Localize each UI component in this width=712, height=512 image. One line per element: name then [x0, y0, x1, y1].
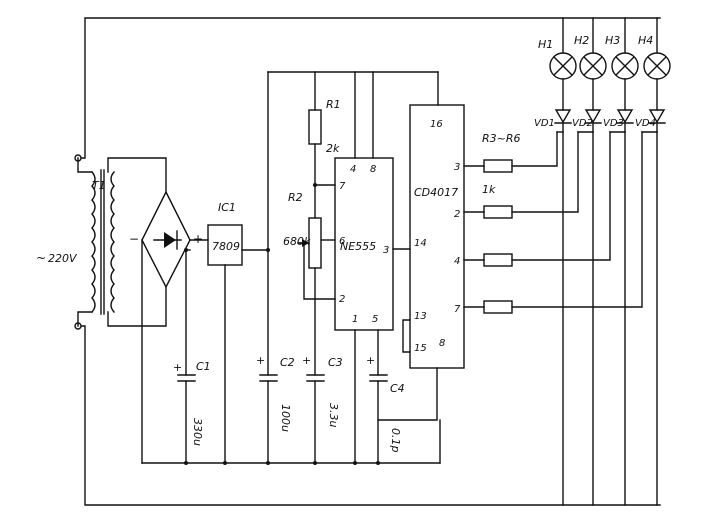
ne555-pin-6: 6 [339, 236, 345, 247]
r2-ref: R2 [288, 191, 303, 204]
c3-ref: C3 [328, 356, 343, 369]
ne555-pin-3: 3 [383, 245, 389, 256]
diode-vd4-label: VD4 [635, 118, 656, 129]
regulator-ref: IC1 [218, 201, 236, 214]
regulator-part: 7809 [212, 240, 240, 253]
capacitor-c3: + C3 3.3u [302, 354, 343, 464]
c3-plus: + [302, 354, 311, 367]
cd4017-part: CD4017 [414, 186, 458, 199]
supply-voltage-label: 220V [48, 252, 78, 265]
diode-vd3: VD3 [603, 109, 634, 133]
lamp-h2-label: H2 [574, 34, 589, 47]
ne555-pin-8: 8 [370, 164, 376, 175]
transformer-t1: T1 [77, 157, 115, 327]
transformer-label: T1 [92, 179, 106, 192]
cd4017-pin-4: 4 [454, 256, 460, 267]
ac-symbol: ~ [36, 251, 46, 265]
capacitor-c4: + C4 0.1p [366, 354, 405, 464]
ne555-pin-7: 7 [339, 181, 346, 192]
output-resistors: R3~R6 1k [463, 131, 643, 314]
c2-value: 100u [279, 404, 292, 432]
ne555-pin-5: 5 [372, 314, 378, 325]
r1-value: 2k [326, 142, 340, 155]
c4-plus: + [366, 354, 375, 367]
outer-wiring [79, 17, 661, 506]
c1-plus: + [173, 361, 182, 374]
lamp-h3: H3 [605, 34, 639, 111]
supply-rail-9v [267, 71, 439, 376]
r2-value: 680k [283, 235, 311, 248]
diode-vd2-label: VD2 [572, 118, 593, 129]
r3-r6-ref: R3~R6 [482, 132, 521, 145]
c4-value: 0.1p [389, 428, 402, 452]
diode-vd1-label: VD1 [534, 118, 555, 129]
c3-value: 3.3u [327, 403, 340, 427]
diode-vd2: VD2 [572, 109, 602, 133]
ne555-pin-1: 1 [352, 314, 358, 325]
cd4017-pin-3: 3 [454, 162, 460, 173]
ne555-part: NE555 [340, 240, 376, 253]
cd4017-pin-16: 16 [430, 119, 443, 130]
resistor-r1: R1 2k [308, 98, 341, 186]
c1-ref: C1 [196, 360, 211, 373]
cd4017-pin-8: 8 [439, 338, 445, 349]
lamp-h4: H4 [638, 34, 671, 111]
lamp-h1-label: H1 [538, 38, 553, 51]
bridge-plus: + [193, 232, 203, 246]
cd4017-pin-2: 2 [454, 209, 460, 220]
capacitor-c1: + C1 330u [173, 249, 211, 464]
cd4017-pin-7: 7 [454, 304, 461, 315]
ne555-pin-2: 2 [339, 294, 345, 305]
ne555-pin-4: 4 [350, 164, 356, 175]
ne555-timer: NE555 4 8 7 6 3 2 1 5 [334, 157, 411, 464]
cd4017-pin-13: 13 [414, 311, 427, 322]
lamp-diode-array: H1 VD1 H2 VD2 [534, 34, 671, 133]
r3-r6-value: 1k [482, 183, 496, 196]
cd4017-pin-14: 14 [414, 238, 427, 249]
lamp-h2: H2 [574, 34, 607, 111]
lamp-h3-label: H3 [605, 34, 620, 47]
ground-rail [141, 419, 441, 464]
ac-input: ~ 220V [36, 154, 82, 330]
regulator-ic1: IC1 7809 [207, 201, 269, 464]
c2-plus: + [256, 354, 265, 367]
cd4017-pin-15: 15 [414, 343, 427, 354]
diode-vd4: VD4 [635, 109, 666, 133]
capacitor-c2: + C2 100u [256, 354, 295, 464]
c1-value: 330u [191, 418, 204, 446]
lamp-h4-label: H4 [638, 34, 653, 47]
bridge-minus: − [129, 232, 139, 246]
cd4017-counter: CD4017 16 14 13 15 8 3 2 4 7 [377, 104, 465, 421]
bridge-rectifier: − + [107, 157, 209, 464]
lamp-h1: H1 [538, 38, 577, 111]
c4-ref: C4 [390, 382, 405, 395]
potentiometer-r2: R2 680k [283, 184, 336, 376]
c2-ref: C2 [280, 356, 295, 369]
diode-vd3-label: VD3 [603, 118, 624, 129]
diode-vd1: VD1 [534, 109, 572, 133]
r1-ref: R1 [326, 98, 341, 111]
junction-dots [184, 183, 380, 465]
